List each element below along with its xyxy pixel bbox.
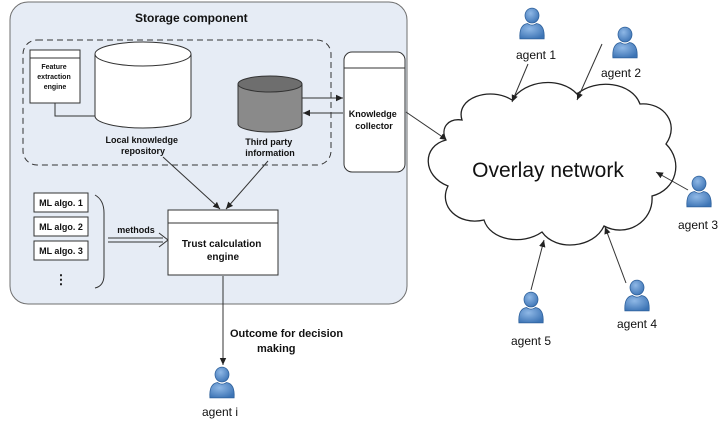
ml-algo-box-3 <box>33 240 89 261</box>
agent-5-arrow <box>530 239 546 291</box>
trust-engine-line2: engine <box>207 252 240 263</box>
trust-engine-line1: Trust calculation <box>182 239 261 250</box>
agent-1-arrow <box>511 63 529 103</box>
agent-4-label: agent 4 <box>617 317 657 331</box>
agent-2-label: agent 2 <box>601 66 641 80</box>
repository-label-line1: Local knowledge <box>105 135 178 145</box>
agent-4-arrow <box>604 226 627 284</box>
local-knowledge-repository: Local knowledge repository <box>94 41 192 156</box>
agent-2[interactable]: agent 2 <box>601 26 641 80</box>
agent-5[interactable]: agent 5 <box>511 291 551 348</box>
third-party-label-line1: Third party <box>245 137 292 147</box>
overlay-label: Overlay network <box>472 159 624 182</box>
trust-calculation-engine: Trust calculation engine <box>167 209 279 276</box>
svg-text:Outcome for decision makin: Outcome for decision making <box>230 328 346 355</box>
knowledge-region <box>22 39 332 166</box>
svg-text:Trust calculation engine: Trust calculation engine <box>182 239 264 263</box>
svg-text:Local knowledge reposito: Local knowledge repository <box>105 135 180 156</box>
methods-label: methods <box>117 225 155 235</box>
outcome-label-line2: making <box>257 343 296 355</box>
agent-3[interactable]: agent 3 <box>678 175 718 232</box>
ml-algorithms: ML algo. 1 ML algo. 2 ML algo. 3 ⋮ <box>33 192 105 289</box>
storage-title: Storage component <box>135 11 248 25</box>
overlay-network-cloud: Overlay network <box>427 81 677 246</box>
feature-engine-line3: engine <box>44 84 67 91</box>
agent-5-label: agent 5 <box>511 334 551 348</box>
agent-i[interactable]: agent i <box>202 366 238 419</box>
feature-engine-line2: extraction <box>37 74 70 81</box>
repository-to-trust-arrow <box>162 156 221 210</box>
feature-engine-line1: Feature <box>41 64 66 71</box>
collector-to-overlay-arrow <box>405 111 448 141</box>
person-icon <box>519 7 545 40</box>
feature-extraction-engine: Feature extraction engine <box>29 49 81 104</box>
agent-3-arrow <box>655 171 689 191</box>
feature-to-repository-line <box>54 103 95 117</box>
agent-1-label: agent 1 <box>516 48 556 62</box>
collector-label-line1: Knowledge <box>349 109 397 119</box>
ml-algo-label-2: ML algo. 2 <box>39 222 83 232</box>
person-icon <box>624 279 650 312</box>
agent-3-label: agent 3 <box>678 218 718 232</box>
ml-algo-label-3: ML algo. 3 <box>39 246 83 256</box>
person-icon <box>518 291 544 324</box>
person-icon <box>209 366 235 399</box>
svg-text:Feature extraction: Feature extraction engine <box>37 64 72 91</box>
third-party-label-line2: information <box>245 148 295 158</box>
third-party-to-trust-arrow <box>225 160 269 210</box>
outcome-label-line1: Outcome for decision <box>230 328 343 340</box>
agent-2-arrow <box>576 43 603 101</box>
person-icon <box>686 175 712 208</box>
third-party-information: Third party information <box>237 75 303 158</box>
repository-label-line2: repository <box>121 146 165 156</box>
ml-algo-brace <box>94 194 105 289</box>
agent-1[interactable]: agent 1 <box>516 7 556 62</box>
agent-i-label: agent i <box>202 405 238 419</box>
collector-label-line2: collector <box>355 121 393 131</box>
ml-algo-label-1: ML algo. 1 <box>39 198 83 208</box>
knowledge-collector: Knowledge collector <box>343 51 406 173</box>
ml-algo-box-2 <box>33 216 89 237</box>
ml-algo-ellipsis: ⋮ <box>55 272 68 287</box>
agent-4[interactable]: agent 4 <box>617 279 657 331</box>
ml-algo-box-1 <box>33 192 89 213</box>
svg-text:Third party information: Third party information <box>245 137 295 158</box>
person-icon <box>612 26 638 59</box>
svg-text:Knowledge collector: Knowledge collector <box>349 109 400 131</box>
